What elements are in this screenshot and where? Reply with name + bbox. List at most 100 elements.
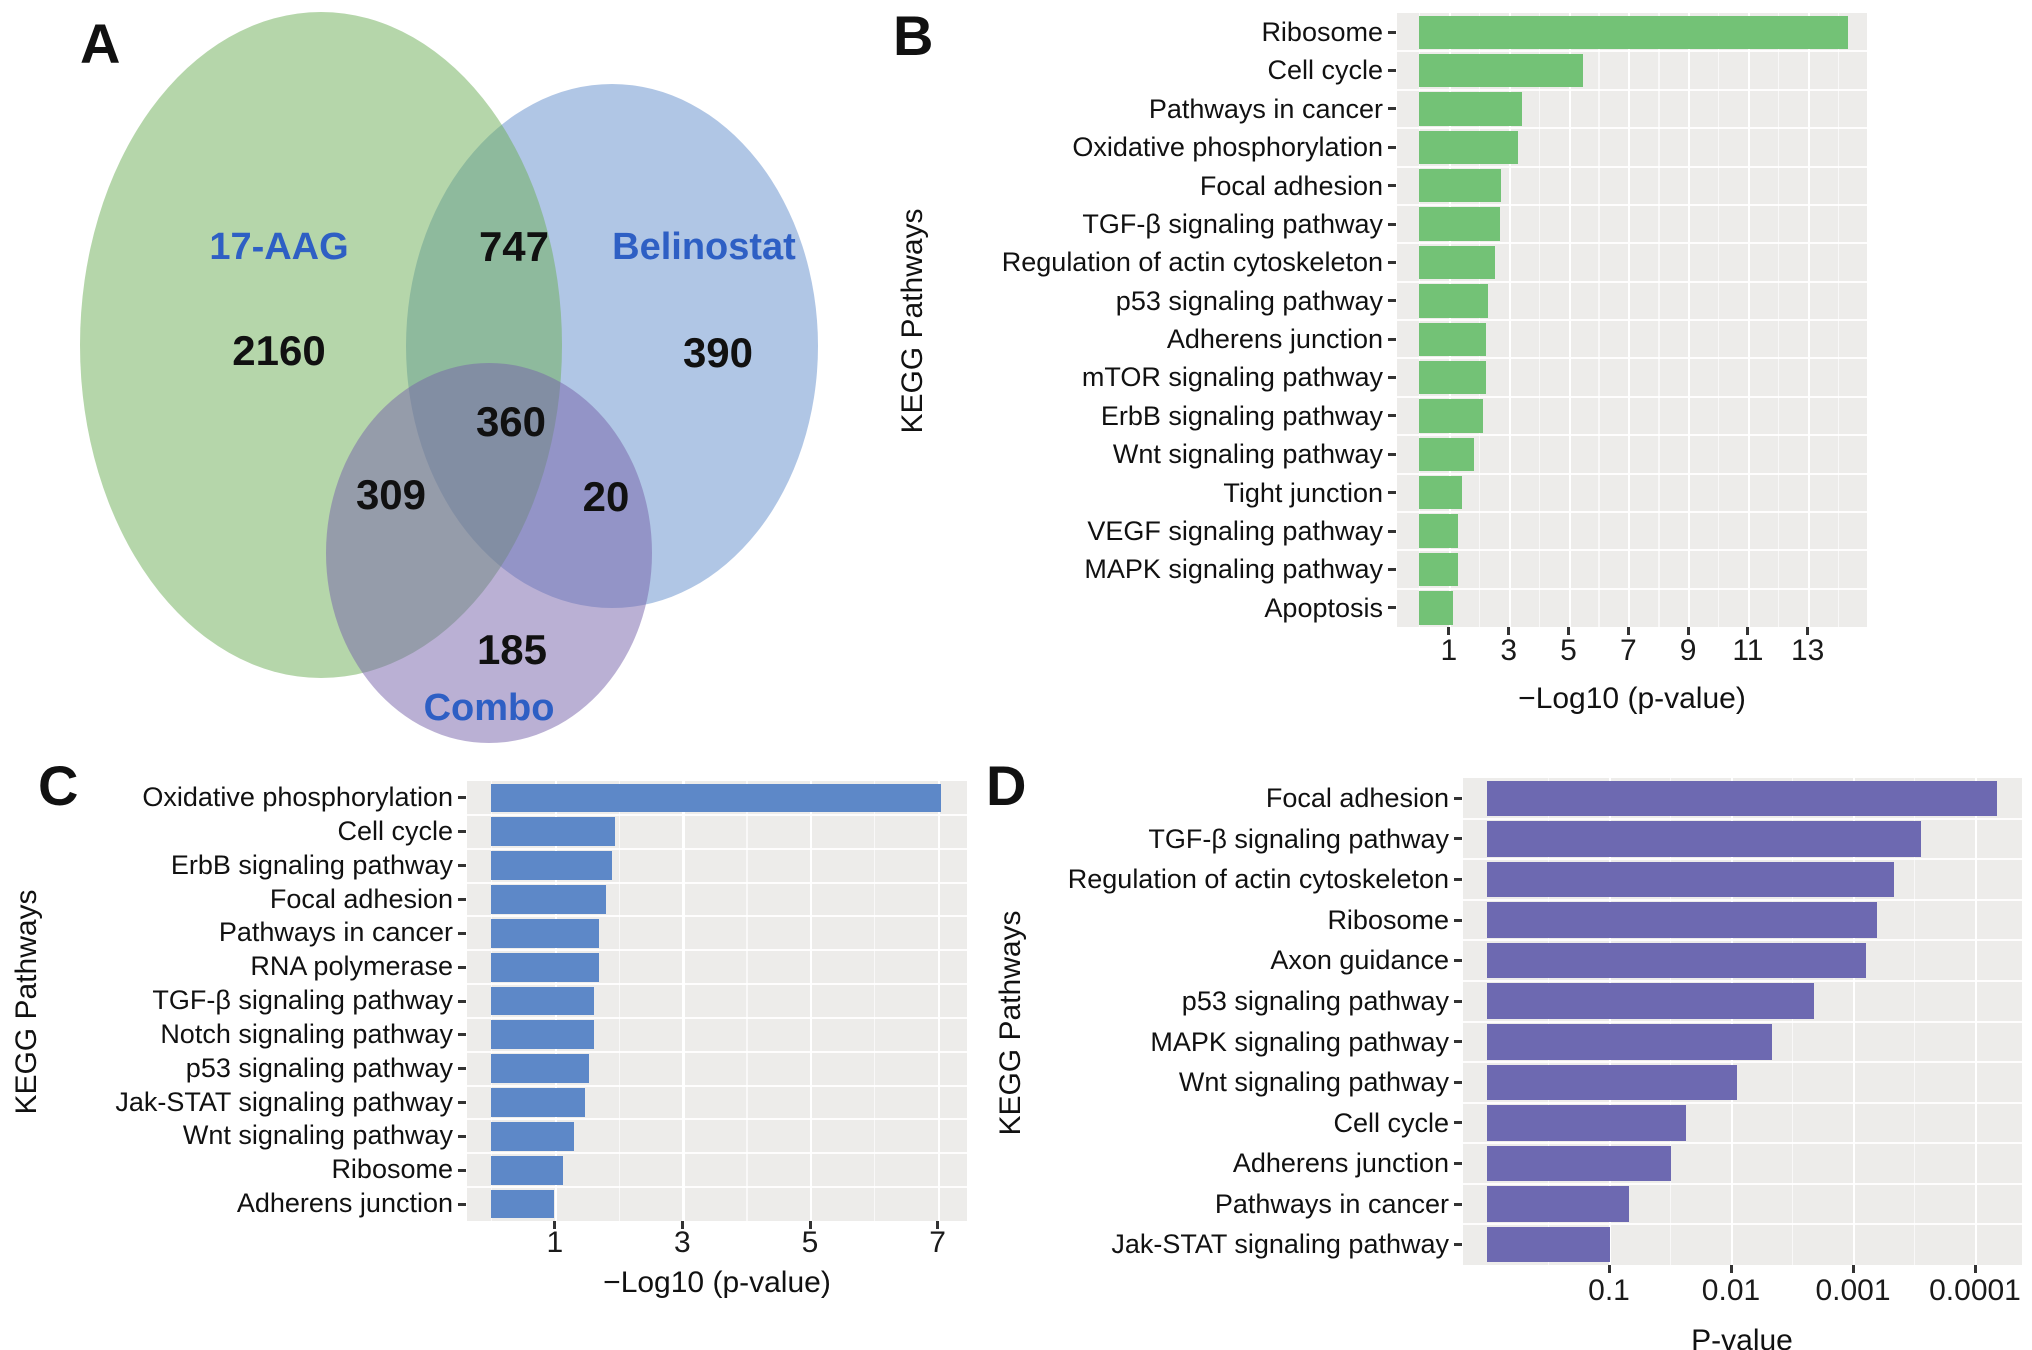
y-axis-tick <box>1388 299 1396 303</box>
category-label: p53 signaling pathway <box>1181 985 1449 1016</box>
row-gridline <box>1397 88 1867 91</box>
category-label: MAPK signaling pathway <box>1150 1026 1449 1057</box>
bar <box>1487 942 1867 979</box>
row-gridline <box>1463 939 2022 942</box>
y-axis-tick <box>1454 796 1462 800</box>
x-axis-tick-label: 9 <box>1679 634 1697 667</box>
y-axis-tick <box>1454 1040 1462 1044</box>
y-axis-tick <box>458 1168 466 1172</box>
bar <box>1419 130 1518 164</box>
row-gridline <box>467 1016 967 1019</box>
y-axis-tick <box>1454 1202 1462 1206</box>
row-gridline <box>1463 1061 2022 1064</box>
x-axis-tick-label: 0.1 <box>1588 1274 1630 1307</box>
y-axis-tick <box>1388 414 1396 418</box>
bar <box>491 952 599 982</box>
bar <box>491 885 607 914</box>
row-gridline <box>467 1084 967 1087</box>
category-label: Regulation of actin cytoskeleton <box>1067 864 1449 895</box>
panel-c-x-axis-title: −Log10 (p-value) <box>603 1266 831 1299</box>
x-axis-tick <box>1973 1265 1977 1273</box>
gridline-minor <box>618 781 620 1221</box>
x-axis-tick-label: 7 <box>1619 634 1637 667</box>
row-gridline <box>1463 1223 2022 1226</box>
bar <box>1419 476 1463 510</box>
y-axis-tick <box>1454 1121 1462 1125</box>
y-axis-tick <box>1388 30 1396 34</box>
bar <box>1487 1105 1686 1141</box>
bar <box>1487 902 1878 938</box>
y-axis-tick <box>1454 1162 1462 1166</box>
row-gridline <box>1397 242 1867 245</box>
row-gridline <box>467 1186 967 1189</box>
row-gridline <box>467 881 967 884</box>
bar <box>1487 1226 1611 1263</box>
bar <box>1419 92 1523 126</box>
plot-area <box>1463 778 2022 1265</box>
x-axis-tick-label: 3 <box>674 1226 691 1259</box>
row-gridline <box>1397 127 1867 130</box>
y-axis-tick <box>458 796 466 800</box>
x-axis-tick <box>1746 627 1750 635</box>
x-axis-tick <box>1686 627 1690 635</box>
panel-d-x-axis-title: P-value <box>1691 1324 1793 1350</box>
bar <box>1487 821 1922 857</box>
y-axis-tick <box>1388 529 1396 533</box>
venn-count-belinostat-only: 390 <box>683 329 753 376</box>
row-gridline <box>467 1152 967 1155</box>
bar <box>491 1155 564 1185</box>
x-axis-tick-label: 13 <box>1791 634 1825 667</box>
category-label: Ribosome <box>1261 17 1383 47</box>
panel-letter-a: A <box>80 12 121 75</box>
y-axis-tick <box>1454 837 1462 841</box>
y-axis-tick <box>1388 567 1396 571</box>
bar <box>491 1020 594 1050</box>
venn-ellipse-combo <box>326 363 652 743</box>
category-label: Regulation of actin cytoskeleton <box>1001 247 1383 278</box>
y-axis-tick <box>458 999 466 1003</box>
bar <box>1419 169 1502 203</box>
category-label: Adherens junction <box>236 1188 453 1219</box>
x-axis-tick <box>1626 627 1630 635</box>
bar <box>1487 780 1997 817</box>
y-axis-tick <box>458 864 466 868</box>
bar <box>491 1088 585 1117</box>
category-label: Pathways in cancer <box>218 917 453 948</box>
venn-set-label-belinostat: Belinostat <box>612 226 796 268</box>
bar <box>1419 284 1488 318</box>
bar <box>1419 552 1458 587</box>
x-axis-tick <box>1507 627 1511 635</box>
category-label: ErbB signaling pathway <box>170 849 453 880</box>
y-axis-tick <box>458 830 466 834</box>
category-label: Adherens junction <box>1232 1148 1449 1179</box>
row-gridline <box>467 813 967 816</box>
y-axis-tick <box>1388 452 1396 456</box>
row-gridline <box>467 1050 967 1053</box>
row-gridline <box>1397 319 1867 321</box>
category-label: Ribosome <box>331 1154 453 1185</box>
row-gridline <box>1463 817 2022 820</box>
category-label: mTOR signaling pathway <box>1081 362 1383 393</box>
x-axis-tick-label: 1 <box>546 1226 564 1259</box>
venn-count-combo-only: 185 <box>477 626 547 673</box>
category-label: Apoptosis <box>1264 592 1383 623</box>
category-label: Cell cycle <box>337 815 453 846</box>
row-gridline <box>1463 1182 2022 1185</box>
bar <box>1419 591 1454 625</box>
y-axis-tick <box>1388 107 1396 111</box>
category-label: Wnt signaling pathway <box>1112 439 1383 470</box>
x-axis-tick <box>1567 627 1570 635</box>
category-label: VEGF signaling pathway <box>1087 515 1383 546</box>
x-axis-tick-label: 5 <box>1560 634 1577 667</box>
row-gridline <box>1463 1020 2022 1023</box>
y-axis-tick <box>1388 491 1396 495</box>
y-axis-tick <box>458 1067 466 1071</box>
y-axis-tick <box>1454 999 1462 1003</box>
category-label: Tight junction <box>1223 477 1383 508</box>
row-gridline <box>1397 510 1867 513</box>
category-label: Notch signaling pathway <box>160 1018 453 1049</box>
y-axis-tick <box>458 1101 466 1105</box>
bar <box>1419 245 1496 280</box>
y-axis-tick <box>1454 877 1462 881</box>
